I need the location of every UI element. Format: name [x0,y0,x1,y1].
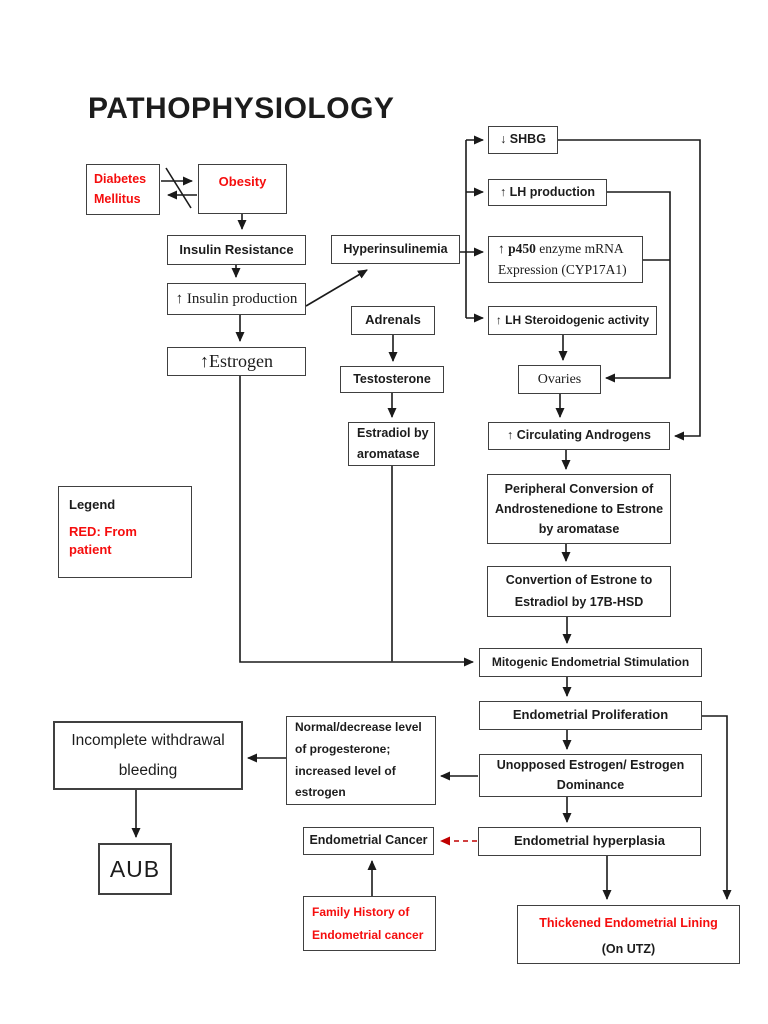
page-title: PATHOPHYSIOLOGY [88,92,395,125]
node-shbg: ↓ SHBG [488,126,558,154]
node-lh-production-label: ↑ LH production [499,184,596,199]
node-endometrial-cancer: Endometrial Cancer [303,827,434,855]
legend-red-note: RED: From patient [69,524,137,558]
node-endometrial-proliferation: Endometrial Proliferation [479,701,702,730]
node-circulating-androgens-label: ↑ Circulating Androgens [507,428,651,443]
node-circulating-androgens: ↑ Circulating Androgens [488,422,670,450]
node-diabetes-label: Diabetes Mellitus [94,172,147,206]
line-hyperinsulinemia-spine [460,140,467,318]
node-progesterone-level-label: Normal/decrease level of progesterone; i… [295,720,422,800]
node-insulin-production: ↑ Insulin production [167,283,306,315]
node-thickened-lining: Thickened Endometrial Lining (On UTZ) [517,905,740,964]
arrow-estrogen-to-mitogenic [239,376,474,667]
node-incomplete-bleeding: Incomplete withdrawal bleeding [53,721,243,790]
node-hyperinsulinemia: Hyperinsulinemia [331,235,460,264]
node-family-history: Family History of Endometrial cancer [303,896,436,951]
node-estrone-conversion: Convertion of Estrone to Estradiol by 17… [487,566,671,617]
legend-box: Legend RED: From patient [58,486,192,578]
node-thickened-label: Thickened Endometrial Lining [539,916,718,930]
slash-negation [165,167,192,209]
node-obesity: Obesity [198,164,287,214]
arrow-insulinprod-to-hyperinsulinemia [305,269,368,307]
node-estrogen-label: ↑Estrogen [200,350,273,371]
node-unopposed-estrogen: Unopposed Estrogen/ Estrogen Dominance [479,754,702,797]
node-aub-label: AUB [109,855,161,882]
node-proliferation-label: Endometrial Proliferation [512,707,669,723]
node-hyperinsulinemia-label: Hyperinsulinemia [343,241,448,256]
node-lh-production: ↑ LH production [488,179,607,206]
node-estrogen: ↑Estrogen [167,347,306,376]
node-peripheral-conversion-label: Peripheral Conversion of Androstenedione… [494,482,664,536]
node-thickened-utz-label: (On UTZ) [601,941,656,956]
node-peripheral-conversion: Peripheral Conversion of Androstenedione… [487,474,671,544]
arrow-lhproduction-to-ovaries [605,191,671,383]
node-progesterone-level: Normal/decrease level of progesterone; i… [286,716,436,805]
node-mitogenic-stimulation: Mitogenic Endometrial Stimulation [479,648,702,677]
node-incomplete-bleeding-label: Incomplete withdrawal bleeding [71,732,225,779]
node-testosterone: Testosterone [340,366,444,393]
node-hyperplasia-label: Endometrial hyperplasia [514,833,665,849]
node-family-history-label: Family History of Endometrial cancer [312,905,424,942]
node-endometrial-hyperplasia: Endometrial hyperplasia [478,827,701,856]
node-shbg-label: ↓ SHBG [500,132,546,147]
node-unopposed-label: Unopposed Estrogen/ Estrogen Dominance [496,758,685,792]
node-insulin-production-label: ↑ Insulin production [175,290,298,307]
node-ovaries: Ovaries [518,365,601,394]
node-testosterone-label: Testosterone [353,371,431,386]
node-insulin-resistance-label: Insulin Resistance [179,241,294,257]
node-adrenals-label: Adrenals [365,312,421,328]
node-lh-steroidogenic-label: ↑ LH Steroidogenic activity [495,313,650,328]
node-adrenals: Adrenals [351,306,435,335]
node-estrone-conversion-label: Convertion of Estrone to Estradiol by 17… [505,572,653,609]
node-lh-steroidogenic: ↑ LH Steroidogenic activity [488,306,657,335]
node-obesity-label: Obesity [218,174,267,189]
node-cancer-label: Endometrial Cancer [309,833,428,848]
node-diabetes-mellitus: Diabetes Mellitus [86,164,160,215]
legend-heading: Legend [69,497,116,512]
node-estradiol-label: Estradiol by aromatase [357,426,429,461]
node-insulin-resistance: Insulin Resistance [167,235,306,265]
node-estradiol-aromatase: Estradiol by aromatase [348,422,435,466]
node-ovaries-label: Ovaries [537,371,582,387]
node-aub: AUB [98,843,172,895]
arrow-proliferation-to-thickened [702,715,732,900]
node-mitogenic-label: Mitogenic Endometrial Stimulation [491,655,690,670]
